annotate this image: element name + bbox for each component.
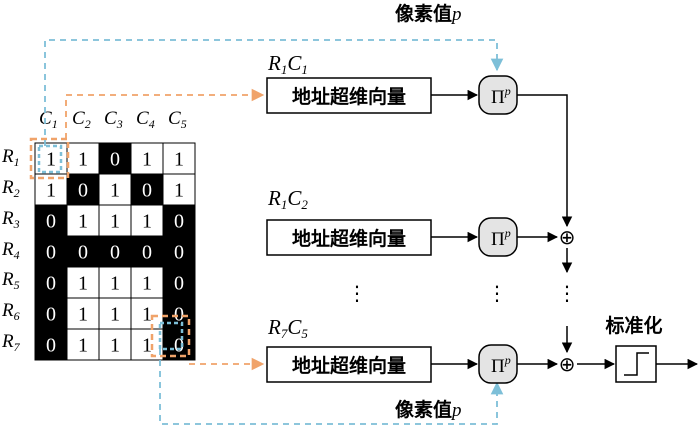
blue-highlight-r7c5: [158, 321, 184, 351]
matrix-cell-value: 0: [142, 180, 152, 202]
flow-line-branch1: [517, 94, 573, 228]
row-headers: R1 R2 R3 R4 R5 R6 R7: [1, 146, 21, 354]
matrix-cell-value: 1: [142, 149, 152, 171]
ellipsis-labels: ⋮: [347, 281, 367, 305]
matrix-cell-value: 0: [110, 149, 120, 171]
matrix-cell-value: 0: [174, 273, 184, 295]
column-headers: C1 C2 C3 C4 C5: [39, 108, 187, 131]
ellipsis-pi: ⋮: [487, 281, 507, 305]
branch-r1c1: R1C1 地址超维向量 Πp: [266, 51, 518, 115]
matrix-cell-value: 0: [46, 335, 56, 357]
matrix-cell-value: 1: [142, 335, 152, 357]
matrix-cell: [162, 235, 196, 268]
address-hypervector-label: 地址超维向量: [292, 85, 406, 108]
matrix-cell-value: 0: [110, 242, 120, 264]
matrix-cell: [34, 235, 68, 268]
matrix-cell-value: 1: [46, 149, 56, 171]
column-header: C4: [136, 108, 155, 131]
matrix-cell: [34, 266, 68, 299]
matrix-cell: [130, 204, 164, 237]
pixel-value-label-top: 像素值p: [395, 2, 462, 25]
pixel-value-label-bottom: 像素值p: [395, 398, 462, 421]
address-hypervector-box: [266, 219, 432, 256]
permutation-pi-symbol: Πp: [491, 226, 511, 250]
matrix-cell-value: 1: [78, 273, 88, 295]
column-header: C2: [72, 108, 91, 131]
matrix-cell-value: 1: [78, 211, 88, 233]
row-header: R4: [1, 239, 20, 262]
matrix-cell: [162, 173, 196, 206]
branch-label: R1C2: [267, 186, 308, 212]
matrix-cell-value: 1: [110, 335, 120, 357]
matrix-cell-value: 0: [142, 242, 152, 264]
column-header: C1: [39, 108, 58, 131]
matrix-cell-value: 0: [46, 304, 56, 326]
row-header: R6: [1, 300, 20, 323]
row-header: R5: [1, 269, 20, 292]
matrix-cell-value: 0: [46, 273, 56, 295]
matrix-cell: [98, 173, 132, 206]
matrix-cell-value: 1: [174, 180, 184, 202]
column-header: C3: [104, 108, 123, 131]
branch-label: R1C1: [267, 51, 308, 77]
matrix-cell-value: 1: [110, 211, 120, 233]
row-header: R1: [1, 146, 20, 169]
branch-r1c2: R1C2 地址超维向量 Πp: [266, 186, 559, 257]
row-header: R3: [1, 208, 20, 231]
step-function-icon: [624, 352, 649, 376]
matrix-cell-value: 1: [110, 273, 120, 295]
matrix-cell-value: 1: [174, 149, 184, 171]
matrix-cell-value: 0: [78, 180, 88, 202]
blue-dashed-connector-top: [44, 39, 504, 146]
matrix-cell: [130, 297, 164, 330]
matrix-cell-value: 1: [110, 304, 120, 326]
address-hypervector-label: 地址超维向量: [292, 227, 406, 250]
ellipsis-sum: ⋮: [557, 281, 577, 305]
matrix-cell: [66, 142, 100, 175]
matrix-cell-value: 1: [78, 304, 88, 326]
matrix-cell-value: 1: [142, 273, 152, 295]
normalize-box: [615, 345, 657, 383]
orange-dashed-connector-top: [65, 88, 265, 139]
orange-highlight-r1c1: [29, 137, 70, 180]
matrix-cell-value: 0: [174, 242, 184, 264]
matrix-cell-value: 1: [78, 149, 88, 171]
matrix-cell: [98, 266, 132, 299]
matrix-cell-value: 1: [110, 180, 120, 202]
matrix-cell-value: 0: [78, 242, 88, 264]
oplus-node-upper: ⊕: [559, 225, 576, 249]
column-header: C5: [168, 108, 187, 131]
branch-label: R7C5: [267, 315, 308, 341]
branch-r7c5: R7C5 地址超维向量 Πp: [266, 315, 559, 384]
matrix-cell-value: 0: [174, 211, 184, 233]
matrix-cell: [66, 297, 100, 330]
row-header: R2: [1, 177, 20, 200]
matrix-cell-value: 1: [142, 304, 152, 326]
matrix-cell-value: 1: [142, 211, 152, 233]
normalize-label: 标准化: [605, 314, 662, 337]
matrix-cell: [66, 266, 100, 299]
blue-dashed-connector-bottom: [159, 349, 504, 425]
matrix-cell-value: 0: [46, 242, 56, 264]
matrix-cell: [66, 328, 100, 361]
address-hypervector-label: 地址超维向量: [292, 354, 406, 377]
blue-highlight-r1c1: [37, 144, 63, 174]
matrix-cell: [130, 328, 164, 361]
oplus-node-lower: ⊕: [559, 352, 576, 376]
matrix-cell-value: 1: [78, 335, 88, 357]
row-header: R7: [1, 331, 21, 354]
matrix-cell-value: 0: [174, 335, 184, 357]
matrix-cell-value: 0: [174, 304, 184, 326]
orange-highlight-r7c5: [150, 314, 191, 358]
matrix-cell: [66, 235, 100, 268]
matrix-cell-value: 1: [46, 180, 56, 202]
matrix-cell-value: 0: [46, 211, 56, 233]
permutation-pi-symbol: Πp: [491, 353, 511, 377]
matrix-cell: [130, 235, 164, 268]
permutation-pi-symbol: Πp: [491, 84, 511, 108]
matrix-cell: [66, 204, 100, 237]
